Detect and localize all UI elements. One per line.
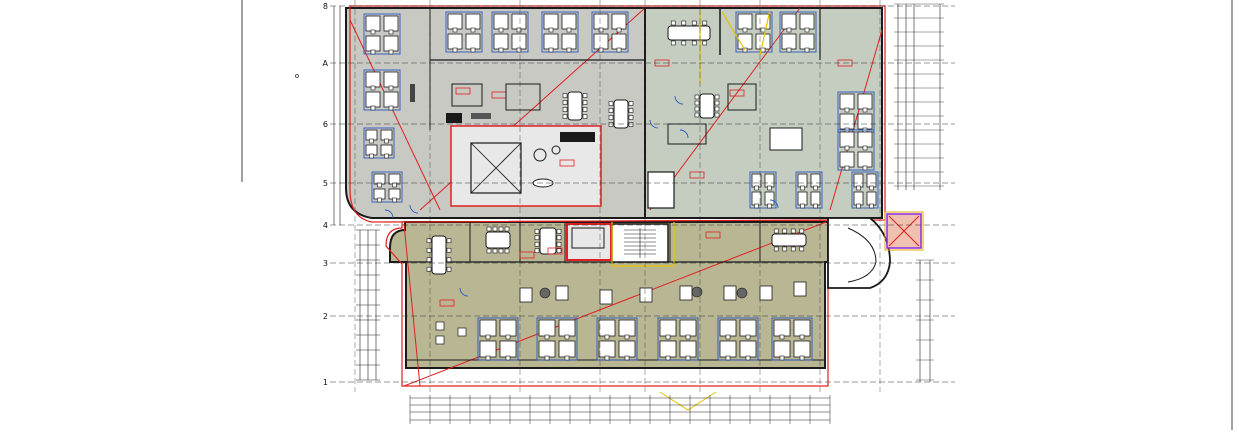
elevator-frame — [884, 211, 924, 251]
upper-diagonal-line — [649, 7, 801, 211]
desk-cluster — [837, 129, 875, 171]
service-room — [505, 83, 541, 111]
side-table — [435, 321, 445, 331]
door-swing — [384, 209, 394, 219]
round-stair-arc — [847, 227, 877, 283]
desk-cluster — [779, 11, 817, 53]
door-swing — [459, 287, 469, 297]
grid-row-label: 6 — [323, 120, 328, 129]
green-zone-fixture — [769, 127, 803, 151]
upper-diagonal-line — [349, 19, 441, 211]
lounge-pouf — [691, 286, 703, 298]
atrium-strip — [446, 113, 462, 123]
service-room — [727, 83, 757, 111]
lounge-furniture — [759, 285, 773, 301]
yellow-guide-line — [759, 9, 771, 56]
red-annotation-tag — [455, 87, 471, 95]
desk-cluster — [771, 317, 813, 361]
grid-row-label: 1 — [323, 378, 328, 387]
meeting-table — [771, 228, 807, 252]
lower-block-boundary — [385, 219, 829, 387]
desk-cluster — [541, 11, 579, 53]
meeting-table — [485, 226, 511, 254]
desk-cluster — [717, 317, 759, 361]
grid-row-label: 2 — [323, 312, 328, 321]
red-annotation-tag — [729, 89, 745, 97]
dimension-layer — [333, 3, 944, 424]
side-table — [457, 327, 467, 337]
lounge-pouf — [736, 287, 748, 299]
grid-row-label: 3 — [323, 259, 328, 268]
green-zone-fixture — [647, 171, 675, 209]
door-swing — [409, 204, 419, 214]
round-stair-tower — [827, 217, 891, 289]
lounge-furniture — [555, 285, 569, 301]
desk-cluster — [851, 171, 879, 209]
elevator-cross — [888, 215, 920, 247]
meeting-table — [426, 235, 452, 275]
stair-steps — [624, 228, 656, 258]
meeting-table — [608, 99, 634, 129]
desks-layer — [363, 9, 879, 361]
desk-cluster — [363, 13, 401, 55]
grid-row-label: 5 — [323, 179, 328, 188]
desk-cluster — [363, 127, 395, 159]
atrium-bar — [560, 132, 595, 142]
lounge-furniture — [639, 287, 653, 303]
desk-cluster — [445, 11, 483, 53]
desk-cluster — [591, 11, 629, 53]
origin-marker — [295, 74, 299, 78]
atrium-seat — [533, 148, 547, 162]
door-swing — [679, 129, 689, 139]
service-room — [451, 83, 483, 107]
lounge-furniture — [599, 289, 613, 305]
desk-cluster — [657, 317, 699, 361]
lounge-pouf — [539, 287, 551, 299]
yellow-guide-line — [721, 11, 746, 51]
desk-cluster — [371, 171, 403, 203]
upper-column-element — [410, 84, 415, 102]
lower-diagonal-line — [403, 221, 827, 387]
lounge-furniture — [519, 287, 533, 303]
desk-cluster — [596, 317, 638, 361]
side-table — [435, 335, 445, 345]
red-annotation-tag — [547, 247, 563, 255]
lounge-furniture — [723, 285, 737, 301]
lounge-furniture — [679, 285, 693, 301]
desk-cluster — [363, 69, 401, 111]
atrium-void-inner — [470, 142, 522, 194]
meeting-table — [534, 227, 562, 255]
stair-yellow-outline — [611, 222, 675, 267]
door-swing — [769, 199, 779, 209]
meeting-table — [694, 93, 720, 119]
grid-row-label: 4 — [323, 221, 328, 230]
red-annotation-tag — [705, 231, 721, 239]
meeting-table — [562, 91, 588, 121]
atrium-seat — [551, 145, 561, 155]
desk-cluster — [749, 171, 777, 209]
red-annotation-tag — [439, 299, 455, 307]
desk-cluster — [491, 11, 529, 53]
grid-layer: 8A 6 5 4 3 2 1 — [323, 0, 955, 392]
desk-cluster — [536, 317, 578, 361]
bottom-yellow-triangle — [659, 391, 717, 411]
door-swing — [649, 119, 659, 129]
lower-diagonal-line — [403, 223, 421, 387]
desk-cluster — [477, 317, 519, 361]
lounge-furniture — [793, 281, 807, 297]
atrium-strip — [471, 113, 491, 119]
grid-row-label: A — [323, 59, 329, 68]
lower-red-room-inner — [571, 227, 605, 249]
red-annotation-tag — [559, 159, 575, 167]
grid-row-label: 8 — [323, 2, 328, 11]
atrium-cross — [470, 142, 522, 194]
red-annotation-tag — [689, 171, 705, 179]
door-swing — [674, 95, 684, 105]
upper-diagonal-line — [829, 29, 883, 211]
